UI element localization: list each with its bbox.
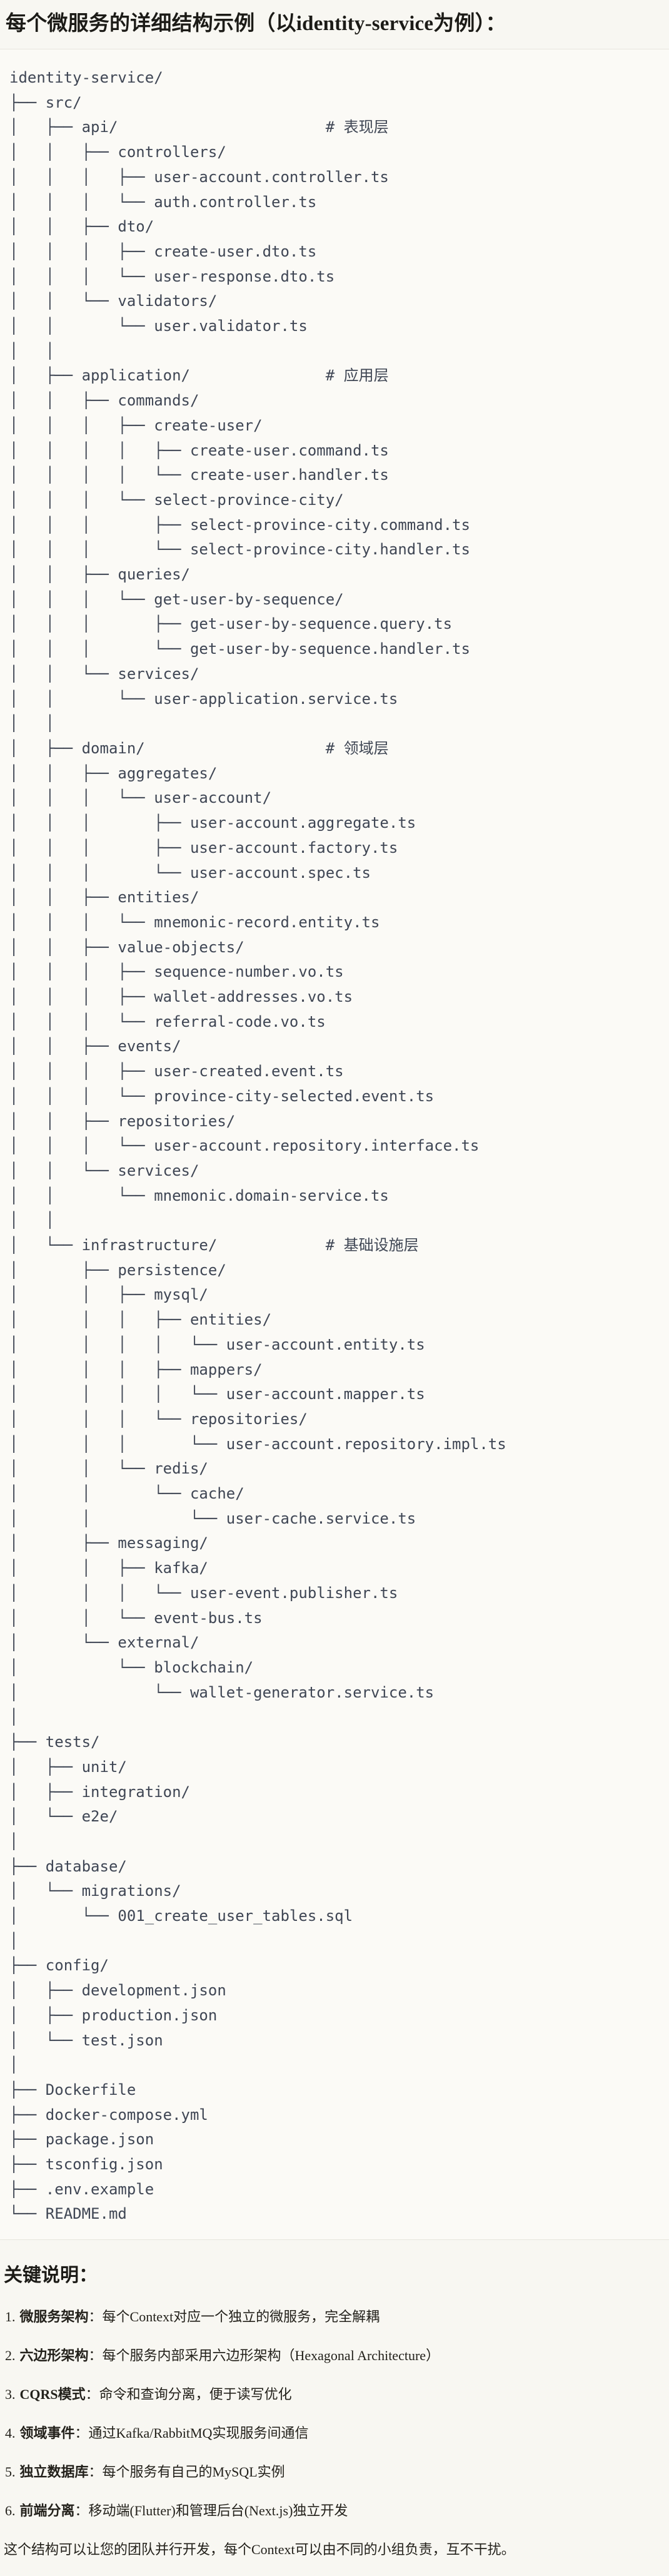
- note-label: 微服务架构: [19, 2309, 89, 2325]
- note-text: ：命令和查询分离，便于读写优化: [85, 2386, 292, 2403]
- note-text: ：通过Kafka/RabbitMQ实现服务间通信: [74, 2425, 309, 2441]
- note-text: ：每个服务有自己的MySQL实例: [88, 2464, 285, 2480]
- note-number: 4.: [5, 2425, 16, 2441]
- note-item: 4.领域事件：通过Kafka/RabbitMQ实现服务间通信: [5, 2423, 663, 2443]
- note-number: 5.: [5, 2464, 16, 2480]
- note-label: CQRS模式: [19, 2386, 86, 2403]
- note-item: 6.前端分离：移动端(Flutter)和管理后台(Next.js)独立开发: [5, 2500, 663, 2521]
- note-label: 领域事件: [19, 2425, 75, 2441]
- notes-list: 1.微服务架构：每个Context对应一个独立的微服务，完全解耦 2.六边形架构…: [4, 2306, 663, 2521]
- note-item: 5.独立数据库：每个服务有自己的MySQL实例: [5, 2461, 663, 2482]
- note-item: 2.六边形架构：每个服务内部采用六边形架构（Hexagonal Architec…: [5, 2345, 663, 2366]
- note-item: 3.CQRS模式：命令和查询分离，便于读写优化: [5, 2384, 663, 2405]
- note-label: 六边形架构: [19, 2348, 89, 2364]
- directory-tree-text: identity-service/ ├── src/ │ ├── api/ # …: [9, 69, 506, 2223]
- note-number: 1.: [5, 2309, 16, 2325]
- notes-heading: 关键说明：: [4, 2265, 98, 2286]
- page-title: 每个微服务的详细结构示例（以identity-service为例）：: [6, 13, 506, 35]
- note-number: 6.: [5, 2503, 16, 2519]
- note-text: ：每个Context对应一个独立的微服务，完全解耦: [88, 2309, 380, 2325]
- notes-section: 关键说明： 1.微服务架构：每个Context对应一个独立的微服务，完全解耦 2…: [0, 2264, 669, 2574]
- code-block: identity-service/ ├── src/ │ ├── api/ # …: [0, 49, 669, 2241]
- note-label: 独立数据库: [19, 2464, 89, 2480]
- note-number: 3.: [5, 2386, 16, 2403]
- note-label: 前端分离: [19, 2503, 75, 2519]
- closing-paragraph: 这个结构可以让您的团队并行开发，每个Context可以由不同的小组负责，互不干扰…: [4, 2542, 515, 2558]
- note-number: 2.: [5, 2348, 16, 2364]
- note-item: 1.微服务架构：每个Context对应一个独立的微服务，完全解耦: [5, 2306, 663, 2327]
- note-text: ：移动端(Flutter)和管理后台(Next.js)独立开发: [74, 2503, 348, 2519]
- note-text: ：每个服务内部采用六边形架构（Hexagonal Architecture）: [88, 2348, 440, 2364]
